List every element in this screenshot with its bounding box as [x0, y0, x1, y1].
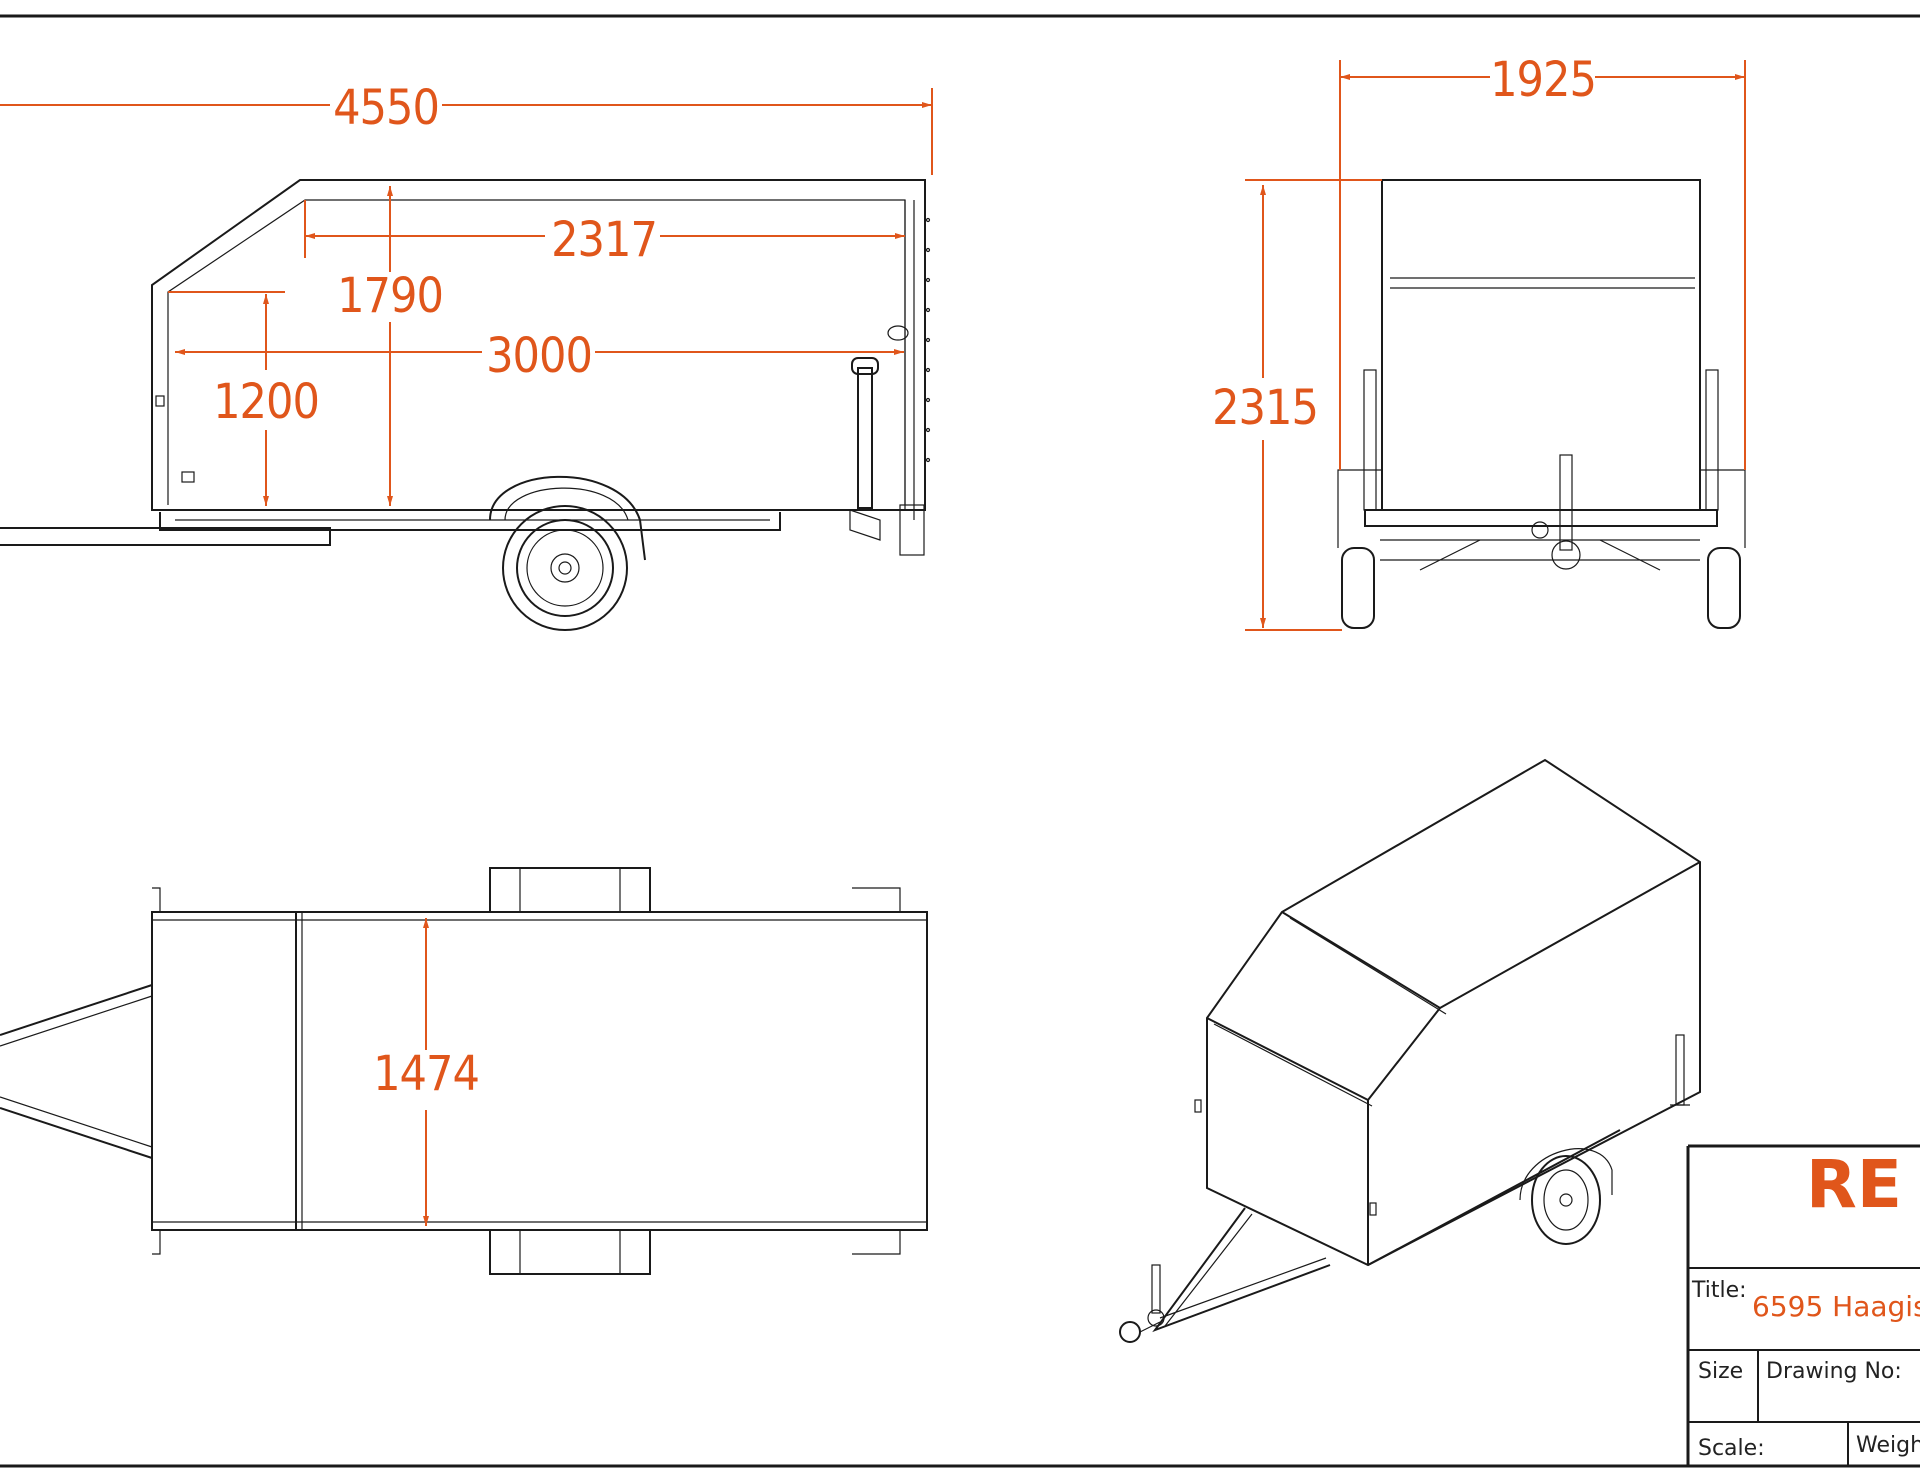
- dim-body-height: 1790: [337, 268, 443, 324]
- company-logo: RE: [1806, 1146, 1902, 1223]
- dimension-lines: [0, 60, 1746, 1226]
- dim-overall-width: 1925: [1490, 52, 1596, 108]
- dim-upper-length: 2317: [551, 212, 657, 268]
- dim-overall-height: 2315: [1212, 380, 1318, 436]
- top-view: [0, 867, 928, 1275]
- dim-overall-length: 4550: [333, 80, 439, 136]
- title-block: [1686, 1144, 1920, 1466]
- dim-lower-length: 3000: [486, 328, 592, 384]
- dim-inner-width: 1474: [373, 1046, 479, 1102]
- dim-front-height: 1200: [213, 374, 319, 430]
- front-view: [1337, 179, 1746, 629]
- side-view: [0, 179, 931, 631]
- weight-label: Weigh: [1856, 1433, 1920, 1458]
- title-label: Title:: [1691, 1278, 1747, 1303]
- size-label: Size: [1698, 1359, 1743, 1384]
- scale-label: Scale:: [1698, 1436, 1765, 1461]
- title-value: 6595 Haagis 7: [1752, 1290, 1920, 1323]
- drawing-no-label: Drawing No:: [1766, 1359, 1902, 1384]
- sheet-border: [0, 14, 1920, 1468]
- isometric-view: [1119, 758, 1701, 1343]
